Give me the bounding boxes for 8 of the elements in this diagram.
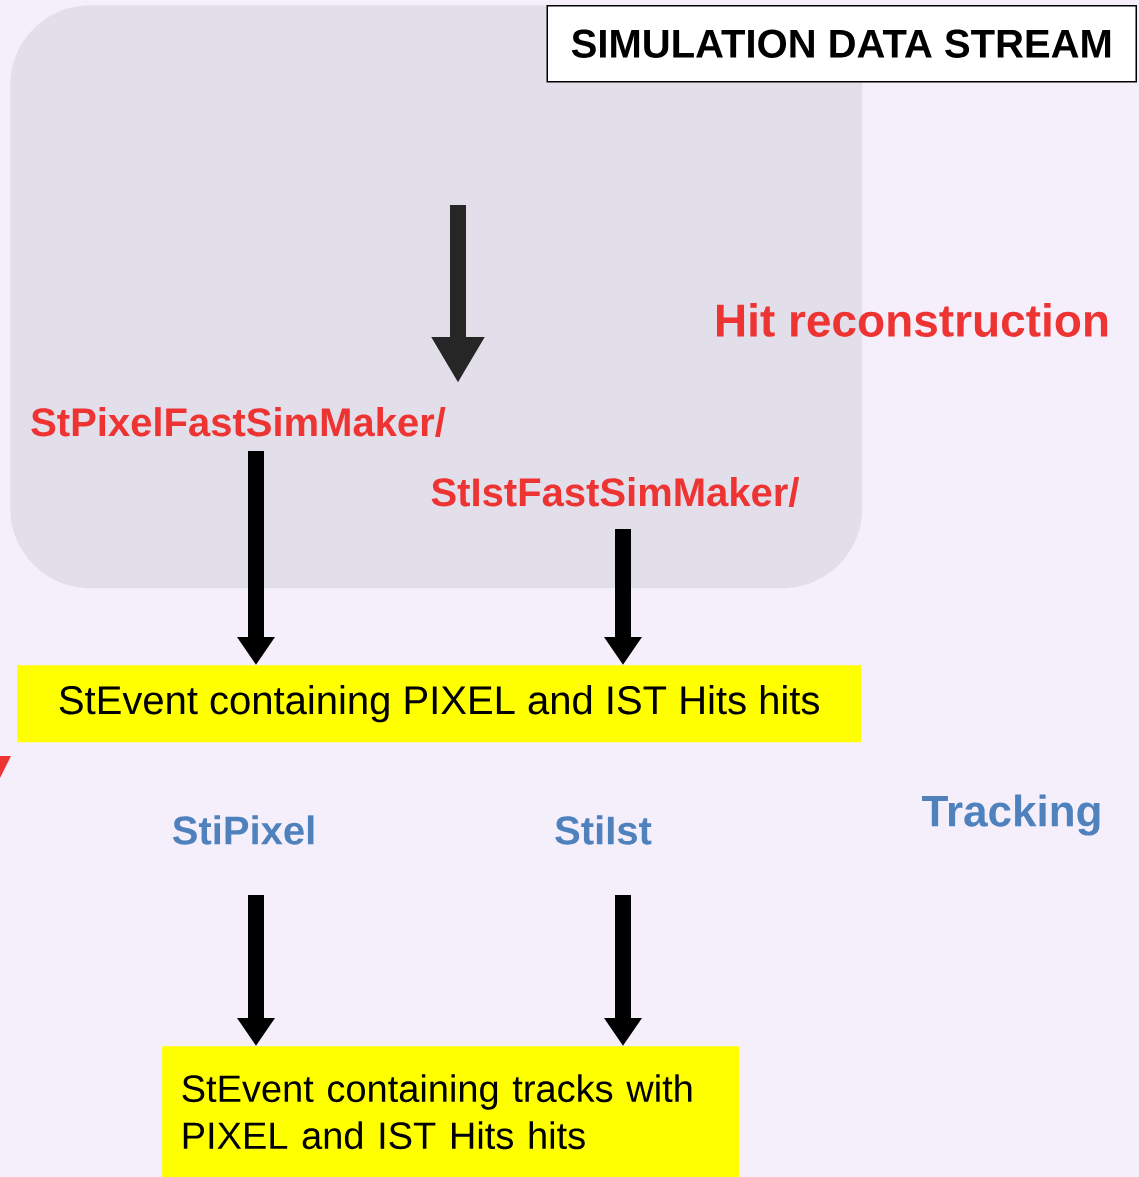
module-label: StiIst: [555, 815, 652, 845]
event-box: StEvent containing tracks with PIXEL and IST Hits hits: [162, 1046, 740, 1177]
module-label: StIstFastSimMaker/: [431, 477, 800, 507]
title-box: SIMULATION DATA STREAM: [546, 5, 1137, 83]
module-label: StiPixel: [172, 815, 314, 845]
event-box: StEvent containing PIXEL and IST Hits hits: [17, 665, 862, 743]
section-label: Tracking: [922, 794, 1100, 836]
module-label: StPixelFastSimMaker/: [31, 407, 446, 437]
